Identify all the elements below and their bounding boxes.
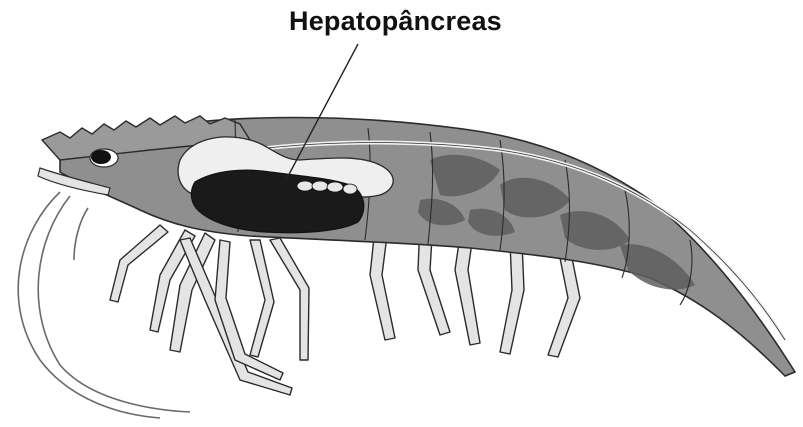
walking-legs xyxy=(110,225,309,395)
eye xyxy=(90,149,118,167)
